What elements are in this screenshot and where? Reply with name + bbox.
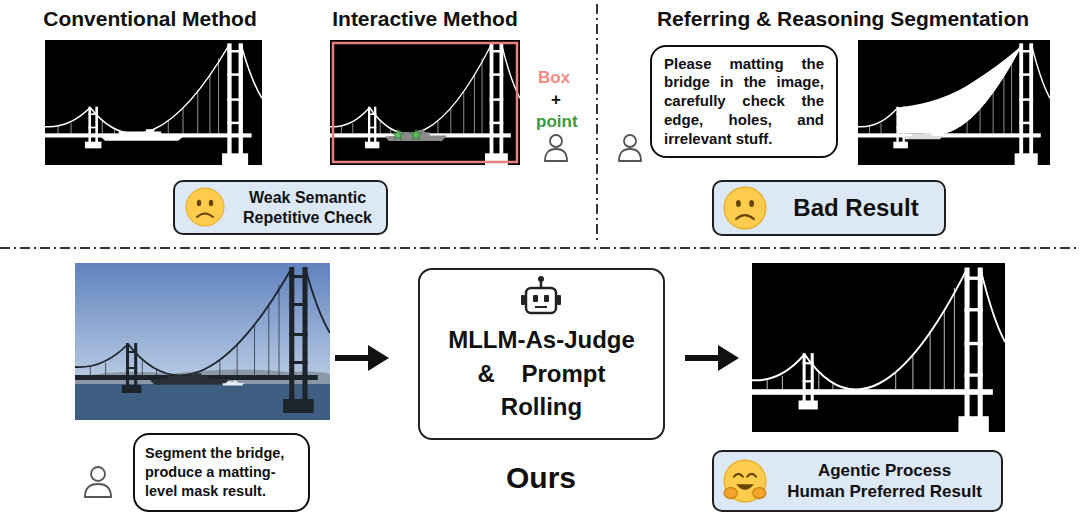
- figure-shape: [150, 373, 230, 385]
- speech-bubble: Please matting the bridge in the image, …: [650, 45, 838, 158]
- figure-shape: [45, 40, 262, 165]
- mask-image: [752, 263, 1005, 432]
- figure-shape: [903, 133, 943, 140]
- figure-shape: [333, 43, 517, 162]
- separator-line: [596, 4, 598, 240]
- figure-shape: [85, 484, 111, 497]
- box-text: Agentic Process: [776, 460, 993, 481]
- figure-shape: [858, 40, 1050, 165]
- mask-image: [330, 40, 520, 165]
- prompt-text: Please matting the bridge in the image, …: [664, 55, 824, 149]
- speech-bubble: Segment the bridge, produce a matting-le…: [133, 433, 310, 512]
- figure-shape: [545, 149, 567, 161]
- figure-shape: [330, 40, 520, 165]
- box-text: Bad Result: [776, 194, 936, 223]
- figure-shape: [335, 355, 372, 361]
- mask-image: [858, 40, 1050, 165]
- user-icon: [545, 135, 567, 161]
- figure-shape: [858, 43, 1050, 165]
- box-text: Weak Semantic Repetitive Check: [237, 188, 378, 226]
- figure-shape: [752, 268, 1005, 432]
- figure-shape: [100, 129, 185, 141]
- panel-title: Interactive Method: [175, 7, 675, 31]
- method-box: MLLM-As-Judge & Prompt Rolling: [418, 268, 665, 440]
- figure-shape: [718, 345, 739, 371]
- mask-image: [45, 40, 262, 165]
- prompt-type-label: point: [536, 112, 578, 132]
- figure-shape: [685, 355, 722, 361]
- user-icon: [85, 467, 111, 497]
- figure-shape: [752, 263, 1005, 432]
- figure-shape: [91, 467, 105, 481]
- flow-arrow: [335, 345, 389, 371]
- separator-line: [0, 247, 1079, 249]
- result-box: Bad Result: [712, 180, 946, 236]
- method-name: Ours: [291, 461, 791, 495]
- figure-shape: [385, 130, 447, 141]
- limitation-box: Weak Semantic Repetitive Check: [173, 180, 388, 235]
- method-text: MLLM-As-Judge & Prompt Rolling: [434, 323, 649, 424]
- figure-shape: [75, 267, 330, 413]
- figure-shape: [330, 43, 520, 165]
- figure-shape: [45, 43, 262, 165]
- figure-shape: [75, 384, 330, 420]
- prompt-type-label: Box: [538, 68, 570, 88]
- input-photo: [75, 263, 330, 420]
- box-text: Human Preferred Result: [776, 481, 993, 502]
- figure-shape: [624, 135, 636, 147]
- figure-shape: [392, 129, 403, 140]
- prompt-text: Segment the bridge, produce a matting-le…: [145, 444, 298, 501]
- user-icon: [619, 135, 641, 161]
- figure-shape: [550, 135, 562, 147]
- figure-shape: [410, 129, 421, 140]
- plus-sign: +: [306, 90, 806, 110]
- figure-shape: [75, 369, 330, 386]
- figure-shape: [75, 263, 330, 420]
- result-box: Agentic ProcessHuman Preferred Result: [712, 450, 1003, 512]
- figure-shape: [222, 381, 244, 386]
- panel-title: Referring & Reasoning Segmentation: [593, 7, 1079, 31]
- figure-shape: [898, 45, 1022, 134]
- flow-arrow: [685, 345, 739, 371]
- figure-shape: [368, 345, 389, 371]
- figure-shape: [619, 149, 641, 161]
